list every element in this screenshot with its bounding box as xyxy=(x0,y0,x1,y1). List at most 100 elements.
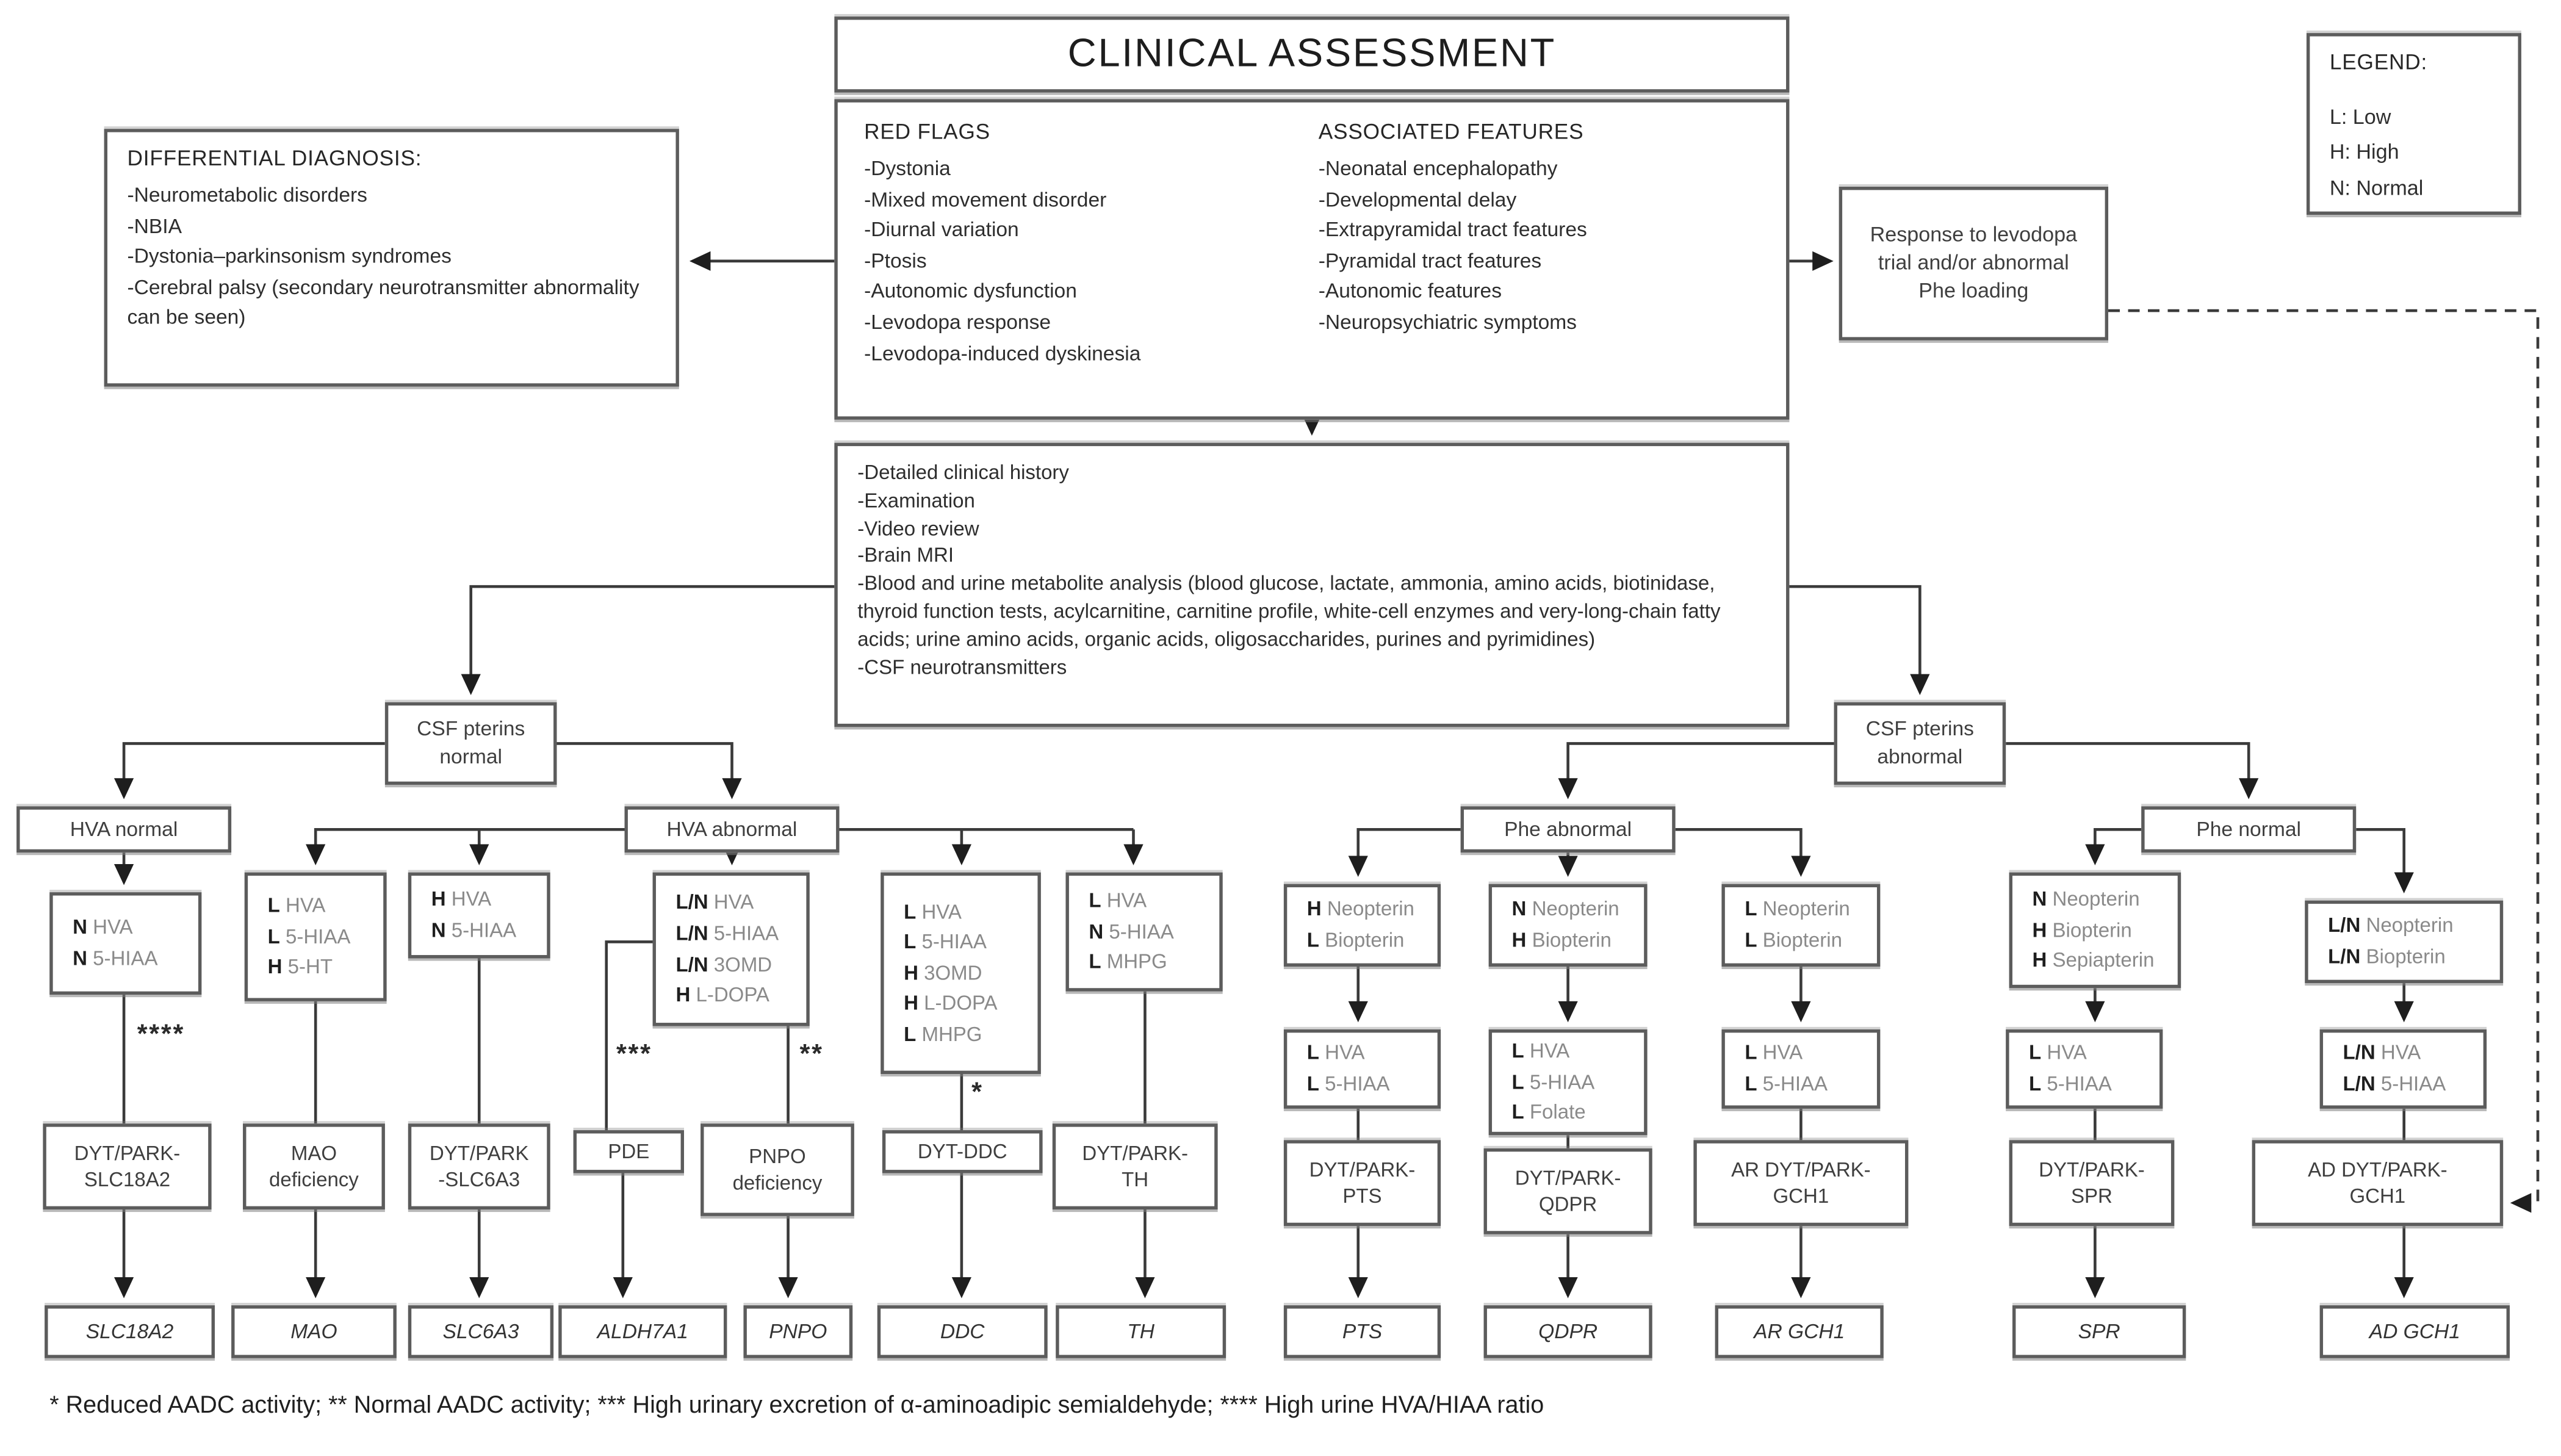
measure-row: L/N 3OMD xyxy=(675,952,773,976)
differential-diagnosis-title: DIFFERENTIAL DIAGNOSIS: xyxy=(127,145,422,170)
red-flags-and-features-box: RED FLAGS -Dystonia-Mixed movement disor… xyxy=(834,99,1790,420)
list-item: -Extrapyramidal tract features xyxy=(1318,218,1587,242)
measure-l-hva-pts: L HVA L 5-HIAA xyxy=(1283,1029,1441,1109)
measure-l-hva-gch: L HVA L 5-HIAA xyxy=(1721,1029,1881,1109)
page-title: CLINICAL ASSESSMENT xyxy=(834,16,1790,93)
list-item: L: Low xyxy=(2329,106,2391,129)
legend-title: LEGEND: xyxy=(2329,49,2428,74)
measure-row: N Neopterin xyxy=(2032,887,2140,911)
node-dyt-ddc: DYT-DDC xyxy=(882,1130,1043,1173)
measure-row: L 5-HIAA xyxy=(1511,1070,1595,1094)
measure-row: L 5-HIAA xyxy=(1306,1072,1390,1096)
title-text: CLINICAL ASSESSMENT xyxy=(1067,31,1557,76)
measure-row: L HVA xyxy=(1511,1039,1570,1063)
footnote: * Reduced AADC activity; ** Normal AADC … xyxy=(49,1393,1544,1419)
marker-two-asterisks: ** xyxy=(799,1040,824,1069)
measure-row: L/N 5-HIAA xyxy=(2343,1072,2446,1096)
list-item: -Autonomic features xyxy=(1318,279,1502,303)
gene-ddc: DDC xyxy=(877,1305,1048,1358)
list-item: -Ptosis xyxy=(864,249,927,273)
list-item: -Pyramidal tract features xyxy=(1318,249,1542,273)
list-item: -Video review xyxy=(857,516,979,540)
measure-row: N Neopterin xyxy=(1511,898,1619,921)
measure-row: N 5-HIAA xyxy=(1089,920,1174,943)
list-item: -Developmental delay xyxy=(1318,187,1517,211)
list-item: -NBIA xyxy=(127,214,182,237)
list-item: -Levodopa response xyxy=(864,311,1051,334)
measure-row: L HVA xyxy=(1745,1042,1803,1065)
measure-n-neopterin-h-sepiapterin: N Neopterin H Biopterin H Sepiapterin xyxy=(2009,872,2181,989)
list-item: -Mixed movement disorder xyxy=(864,187,1107,211)
list-item: -Detailed clinical history xyxy=(857,461,1069,485)
list-item: -CSF neurotransmitters xyxy=(857,655,1067,679)
measure-row: N 5-HIAA xyxy=(431,918,517,942)
node-dyt-park-slc6a3: DYT/PARK -SLC6A3 xyxy=(408,1123,550,1210)
node-mao-deficiency: MAO deficiency xyxy=(243,1123,385,1210)
measure-row: L/N Neopterin xyxy=(2328,914,2454,938)
measure-row: H Sepiapterin xyxy=(2032,948,2155,972)
list-item: -Dystonia xyxy=(864,157,951,181)
red-flags-column: RED FLAGS -Dystonia-Mixed movement disor… xyxy=(857,116,1312,372)
list-item: -Examination xyxy=(857,489,975,512)
node-hva-abnormal: HVA abnormal xyxy=(624,806,840,853)
gene-th: TH xyxy=(1056,1305,1226,1358)
gene-slc6a3: SLC6A3 xyxy=(408,1305,554,1358)
gene-pts: PTS xyxy=(1283,1305,1441,1358)
node-ad-dyt-park-gch1: AD DYT/PARK- GCH1 xyxy=(2252,1140,2504,1227)
list-item: -Neonatal encephalopathy xyxy=(1318,157,1558,181)
measure-row: L 5-HIAA xyxy=(2029,1072,2112,1096)
gene-pnpo: PNPO xyxy=(743,1305,853,1358)
node-csf-pterins-abnormal: CSF pterins abnormal xyxy=(1834,702,2006,785)
associated-features-column: ASSOCIATED FEATURES -Neonatal encephalop… xyxy=(1312,116,1767,342)
measure-row: L Biopterin xyxy=(1745,928,1842,952)
gene-ar-gch1: AR GCH1 xyxy=(1715,1305,1884,1358)
gene-aldh7a1: ALDH7A1 xyxy=(558,1305,727,1358)
measure-row: L HVA xyxy=(267,894,326,918)
list-item: -Diurnal variation xyxy=(864,218,1019,242)
list-item: H: High xyxy=(2329,141,2399,165)
node-dyt-park-spr: DYT/PARK- SPR xyxy=(2009,1140,2175,1227)
measure-row: L MHPG xyxy=(1089,950,1167,974)
measure-l-hva-l-mhpg: L HVA N 5-HIAA L MHPG xyxy=(1065,872,1223,992)
node-csf-pterins-normal: CSF pterins normal xyxy=(384,702,557,785)
gene-ad-gch1: AD GCH1 xyxy=(2319,1305,2510,1358)
gene-qdpr: QDPR xyxy=(1483,1305,1652,1358)
measure-row: L Folate xyxy=(1511,1101,1586,1124)
node-phe-normal: Phe normal xyxy=(2141,806,2357,853)
list-item: -Cerebral palsy (secondary neurotransmit… xyxy=(127,275,639,330)
measure-row: L 5-HIAA xyxy=(1745,1072,1828,1096)
node-phe-abnormal: Phe abnormal xyxy=(1460,806,1676,853)
measure-row: L HVA xyxy=(1089,889,1147,913)
measure-h-hva: H HVA N 5-HIAA xyxy=(408,872,550,959)
measure-l-hva-l-folate: L HVA L 5-HIAA L Folate xyxy=(1488,1029,1648,1136)
measure-row: L/N 5-HIAA xyxy=(675,921,779,945)
marker-three-asterisks: *** xyxy=(616,1040,652,1069)
list-item: -Levodopa-induced dyskinesia xyxy=(864,341,1141,365)
measure-row: H 5-HT xyxy=(267,955,333,979)
measure-row: H HVA xyxy=(431,888,492,912)
red-flags-list: -Dystonia -Mixed movement disorder -Diurna… xyxy=(864,154,1305,369)
node-dyt-park-pts: DYT/PARK- PTS xyxy=(1283,1140,1441,1227)
measure-row: H Neopterin xyxy=(1306,898,1414,921)
differential-diagnosis-list: -Neurometabolic disorders-NBIA-Dystonia–… xyxy=(127,180,655,334)
measure-row: N 5-HIAA xyxy=(73,946,158,970)
measure-row: H 3OMD xyxy=(904,961,982,985)
measure-row: L HVA xyxy=(1306,1042,1365,1065)
node-dyt-park-th: DYT/PARK- TH xyxy=(1052,1123,1218,1210)
node-dyt-park-slc18a2: DYT/PARK- SLC18A2 xyxy=(43,1123,212,1210)
associated-features-title: ASSOCIATED FEATURES xyxy=(1318,118,1584,144)
gene-mao: MAO xyxy=(231,1305,397,1358)
measure-row: H Biopterin xyxy=(2032,918,2132,942)
measure-row: H L-DOPA xyxy=(904,992,998,1015)
node-dyt-park-qdpr: DYT/PARK- QDPR xyxy=(1483,1148,1652,1234)
gene-spr: SPR xyxy=(2012,1305,2186,1358)
